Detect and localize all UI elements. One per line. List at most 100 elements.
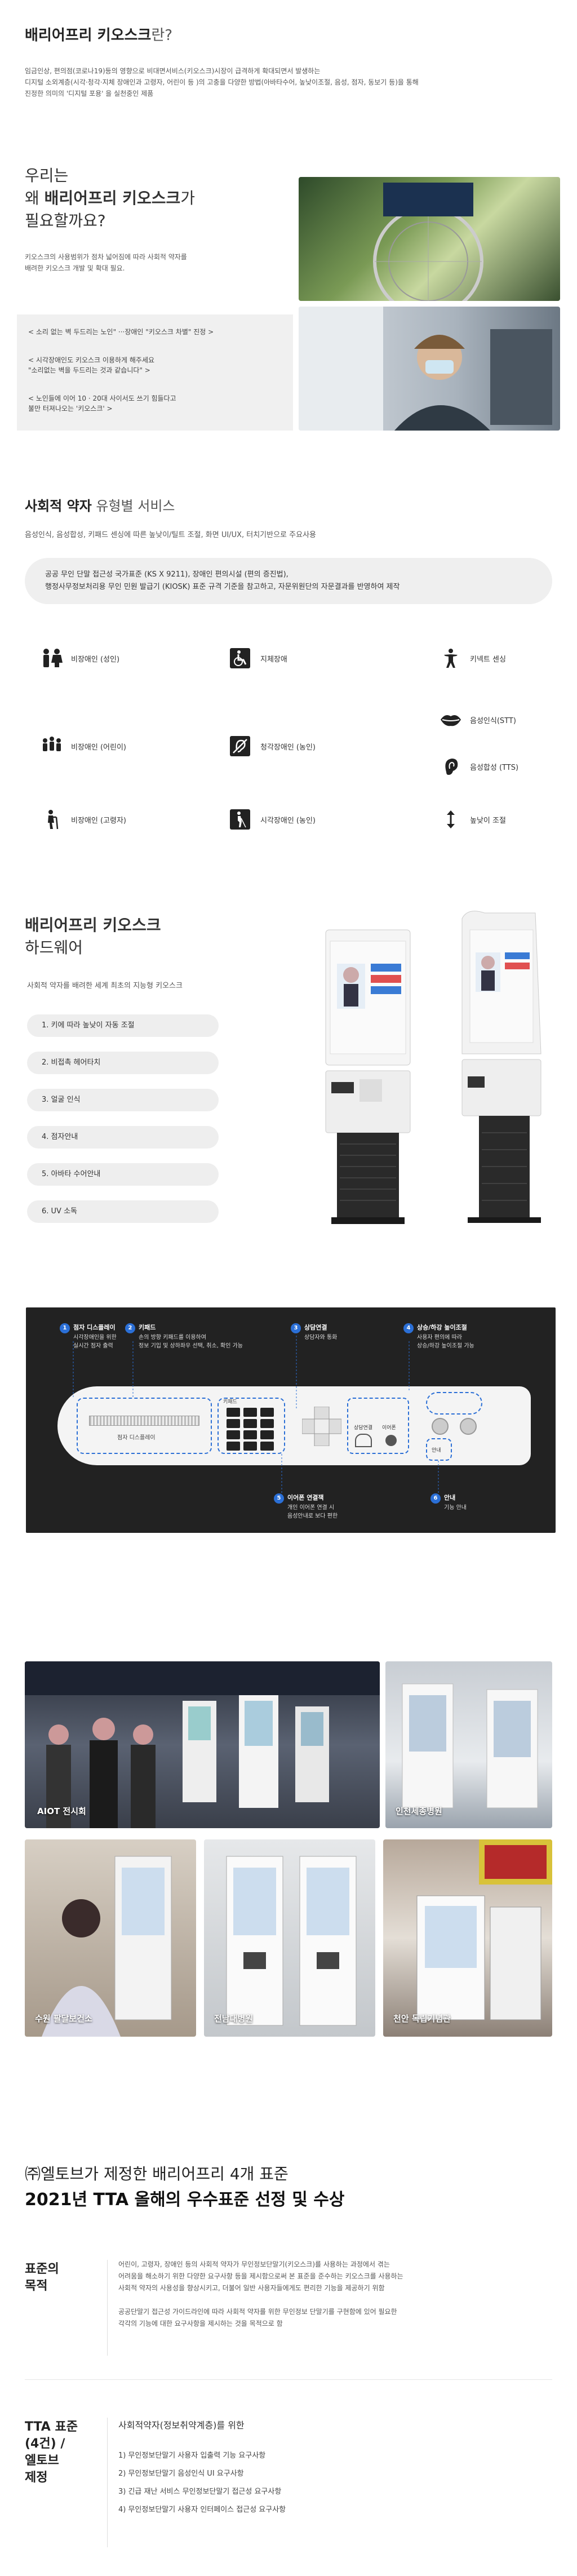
tta-title-line: 제정 (25, 2471, 48, 2485)
service-label: 비장애인 (성인) (71, 655, 120, 664)
service-label: 음성인식(STT) (470, 716, 516, 725)
services-subtitle: 음성인식, 음성합성, 키패드 센싱에 따른 높낮이/틸트 조절, 화면 UI/… (25, 531, 316, 539)
service-label: 음성합성 (TTS) (470, 763, 519, 772)
hardware-feature: 2. 비접촉 헤어타치 (27, 1052, 219, 1074)
headset-icon (355, 1434, 372, 1447)
tta-item: 1) 무인정보단말기 사용자 입출력 기능 요구사항 (118, 2451, 266, 2460)
purpose-title-line: 표준의 (25, 2262, 59, 2276)
service-stt: 음성인식(STT) (440, 711, 516, 728)
bar-line: 행정사무정보처리용 무인 민원 발급기 (KIOSK) 표준 규격 기준을 참고… (45, 583, 400, 591)
intro-text: 임금인상, 편의점(코로나19)등의 영향으로 비대면서비스(키오스크)시장이 … (25, 65, 554, 99)
hardware-feature: 6. UV 소독 (27, 1200, 219, 1223)
service-label: 키넥트 센싱 (470, 655, 506, 664)
bar-line: 공공 무인 단말 접근성 국가표준 (KS X 9211), 장애인 편의시설 … (45, 570, 288, 579)
purpose-text: 어린이, 고령자, 장애인 등의 사회적 약자가 무인정보단말기(키오스크)를 … (118, 2259, 403, 2330)
why-line1: 우리는 (25, 166, 69, 185)
intro-line: 디지털 소외계층(시각·청각·지체 장애인과 고령자, 어린이 등 )의 고충을… (25, 78, 419, 86)
hardware-feature: 4. 점자안내 (27, 1126, 219, 1149)
motion-sensing-icon (444, 649, 458, 668)
photo-caption: 인천세종병원 (396, 1806, 442, 1816)
tta-title-line: TTA 표준 (25, 2420, 78, 2434)
why-desc-line: 키오스크의 사용범위가 점차 넓어짐에 따라 사회적 약자를 (25, 253, 187, 261)
height-arrow-icon (447, 810, 455, 828)
control-panel-diagram: 점자 디스플레이 키패드 상담연결 이어폰 안내 (26, 1307, 556, 1533)
purpose-title: 표준의 목적 (25, 2261, 59, 2295)
lips-icon (441, 715, 461, 726)
kiosk-side-image (461, 911, 542, 1223)
intro-title-rest: 란? (151, 27, 173, 44)
service-physical: 지체장애 (230, 648, 287, 668)
consult-label: 상담연결 (354, 1425, 373, 1431)
service-label: 청각장애인 (농인) (260, 743, 316, 752)
hardware-feature: 1. 키에 따라 높낮이 자동 조절 (27, 1014, 219, 1037)
guide-label: 안내 (432, 1448, 441, 1453)
services-title: 사회적 약자 유형별 서비스 (25, 495, 175, 515)
hardware-feature: 5. 아바타 수어안내 (27, 1163, 219, 1186)
why-line2-post: 가 (180, 189, 196, 207)
service-child: 비장애인 (어린이) (41, 736, 126, 756)
tta-head: 사회적약자(정보취약계층)를 위한 (118, 2420, 245, 2431)
elderly-kiosk-photo (299, 307, 560, 431)
incheon-hospital-photo: 인천세종병원 (385, 1661, 552, 1828)
services-title-bold: 사회적 약자 (25, 498, 92, 514)
standards-bar: 공공 무인 단말 접근성 국가표준 (KS X 9211), 장애인 편의시설 … (25, 558, 552, 604)
service-label: 비장애인 (어린이) (71, 743, 126, 752)
purpose-line: 공공단말기 접근성 가이드라인에 따라 사회적 약자를 위한 무인정보 단말기를… (118, 2308, 397, 2316)
kiosk-front-image (325, 929, 411, 1224)
purpose-line: 어려움을 해소하기 위한 다양한 요구사항 등을 제시함으로써 본 표준을 준수… (118, 2272, 403, 2280)
quote-line: "소리없는 벽을 두드리는 것과 같습니다" > (28, 366, 150, 374)
standards-line1: ㈜엘토브가 제정한 배리어프리 4개 표준 (25, 2165, 288, 2183)
service-label: 지체장애 (260, 655, 287, 664)
braille-label: 점자 디스플레이 (117, 1435, 156, 1441)
chonnam-hospital-photo: 전남대병원 (204, 1839, 375, 2037)
keypad: 키패드 (218, 1398, 285, 1454)
photo-caption: 전남대병원 (214, 2014, 254, 2024)
intro-line: 임금인상, 편의점(코로나19)등의 영향으로 비대면서비스(키오스크)시장이 … (25, 67, 321, 75)
tta-title: TTA 표준 (4건) / 엘토브 제정 (25, 2419, 78, 2486)
why-line3: 필요할까요? (25, 211, 106, 230)
blind-person-icon (230, 809, 250, 830)
earphone-jack-icon (385, 1435, 397, 1446)
wheelchair-icon (230, 648, 250, 668)
why-line2: 왜 배리어프리 키오스크가 (25, 187, 195, 210)
services-title-rest: 유형별 서비스 (91, 498, 175, 514)
consult-earphone-group: 상담연결 이어폰 (347, 1398, 409, 1454)
quote-line: < 시각장애인도 키오스크 이용하게 해주세요 (28, 356, 155, 364)
service-hearing: 청각장애인 (농인) (230, 736, 316, 756)
purpose-title-line: 목적 (25, 2279, 48, 2293)
wheelchair-photo (299, 177, 560, 301)
quote-line: 불만 터져나오는 '키오스크' > (28, 405, 113, 413)
tta-item: 4) 무인정보단말기 사용자 인터페이스 접근성 요구사항 (118, 2506, 286, 2514)
tta-item: 3) 긴급 재난 서비스 무인정보단말기 접근성 요구사항 (118, 2488, 282, 2496)
hardware-title-bold: 배리어프리 키오스크 (25, 916, 161, 934)
tta-divider (107, 2418, 108, 2547)
hardware-title: 배리어프리 키오스크 하드웨어 (25, 914, 161, 959)
quote-line: < 소리 없는 벽 두드리는 노인" ···장애인 "키오스크 차별" 진정 > (28, 328, 214, 336)
elderly-icon (48, 810, 59, 830)
service-kinect: 키넥트 센싱 (440, 648, 506, 668)
children-icon (43, 737, 61, 751)
service-elderly: 비장애인 (고령자) (41, 809, 126, 830)
height-up-button-icon (432, 1418, 449, 1435)
service-height: 높낮이 조절 (440, 809, 506, 830)
why-line2-bold: 배리어프리 키오스크 (44, 189, 181, 207)
photo-caption: 천안 독립기념관 (393, 2014, 451, 2024)
purpose-line: 어린이, 고령자, 장애인 등의 사회적 약자가 무인정보단말기(키오스크)를 … (118, 2260, 390, 2268)
tta-title-line: (4건) / (25, 2437, 65, 2451)
hearing-impaired-icon (230, 736, 250, 756)
section-divider (25, 2379, 552, 2380)
height-buttons (426, 1392, 482, 1415)
photo-caption: 수원 팔달보건소 (35, 2014, 92, 2024)
braille-display: 점자 디스플레이 (77, 1398, 212, 1454)
standards-heading: ㈜엘토브가 제정한 배리어프리 4개 표준 2021년 TTA 올해의 우수표준… (25, 2162, 344, 2214)
intro-title-bold: 배리어프리 키오스크 (25, 27, 152, 44)
purpose-line: 사회적 약자의 사용성을 향상시키고, 더불어 일반 사용자들에게도 편리한 기… (118, 2284, 385, 2292)
service-label: 비장애인 (고령자) (71, 816, 126, 825)
tta-title-line: 엘토브 (25, 2454, 59, 2468)
service-adult: 비장애인 (성인) (41, 648, 119, 668)
control-panel (57, 1386, 531, 1465)
